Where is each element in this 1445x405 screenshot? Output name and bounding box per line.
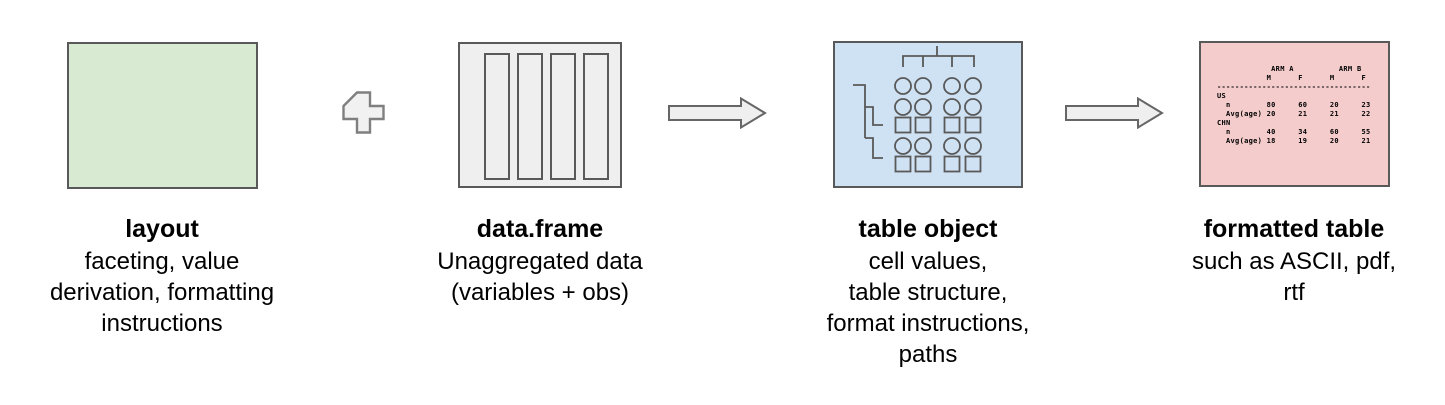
node-description-line: instructions — [101, 310, 223, 337]
node-description-line: rtf — [1283, 279, 1305, 306]
formatted-table-box: ARM A ARM B M F M F --------------------… — [1199, 41, 1390, 187]
dataframe-column-bar — [550, 53, 576, 180]
node-description-line: Unaggregated data — [437, 248, 643, 275]
dataframe-box — [458, 42, 622, 188]
node-title: table object — [858, 215, 998, 243]
plus-icon — [342, 91, 385, 134]
node-title: data.frame — [476, 215, 604, 243]
dataframe-label: data.frame Unaggregated data (variables … — [360, 212, 720, 308]
dataframe-column-bar — [583, 53, 609, 180]
table-object-label: table object cell values, table structur… — [748, 212, 1108, 370]
row-tree-icon — [853, 84, 883, 159]
layout-box — [67, 42, 258, 189]
node-description-line: derivation, formatting — [49, 279, 275, 306]
node-title: formatted table — [1203, 215, 1385, 243]
table-object-box — [833, 41, 1023, 188]
right-arrow-icon — [668, 97, 767, 129]
node-description-line: format instructions, — [826, 310, 1030, 337]
node-description-line: (variables + obs) — [450, 279, 630, 306]
layout-label: layout faceting, value derivation, forma… — [0, 212, 342, 339]
formatted-table-label: formatted table such as ASCII, pdf, rtf — [1114, 212, 1445, 308]
dataframe-column-bar — [517, 53, 543, 180]
column-tree-icon — [902, 46, 975, 67]
node-description-line: cell values, — [868, 248, 988, 275]
node-description-line: faceting, value — [84, 248, 240, 275]
node-title: layout — [125, 215, 199, 243]
dataframe-column-bar — [484, 53, 510, 180]
node-description-line: table structure, — [848, 279, 1008, 306]
right-arrow-icon — [1065, 97, 1164, 129]
node-description-line: paths — [898, 341, 958, 368]
node-description-line: such as ASCII, pdf, — [1191, 248, 1397, 275]
ascii-table: ARM A ARM B M F M F --------------------… — [1217, 65, 1371, 145]
cell-glyph-grid — [894, 77, 982, 173]
